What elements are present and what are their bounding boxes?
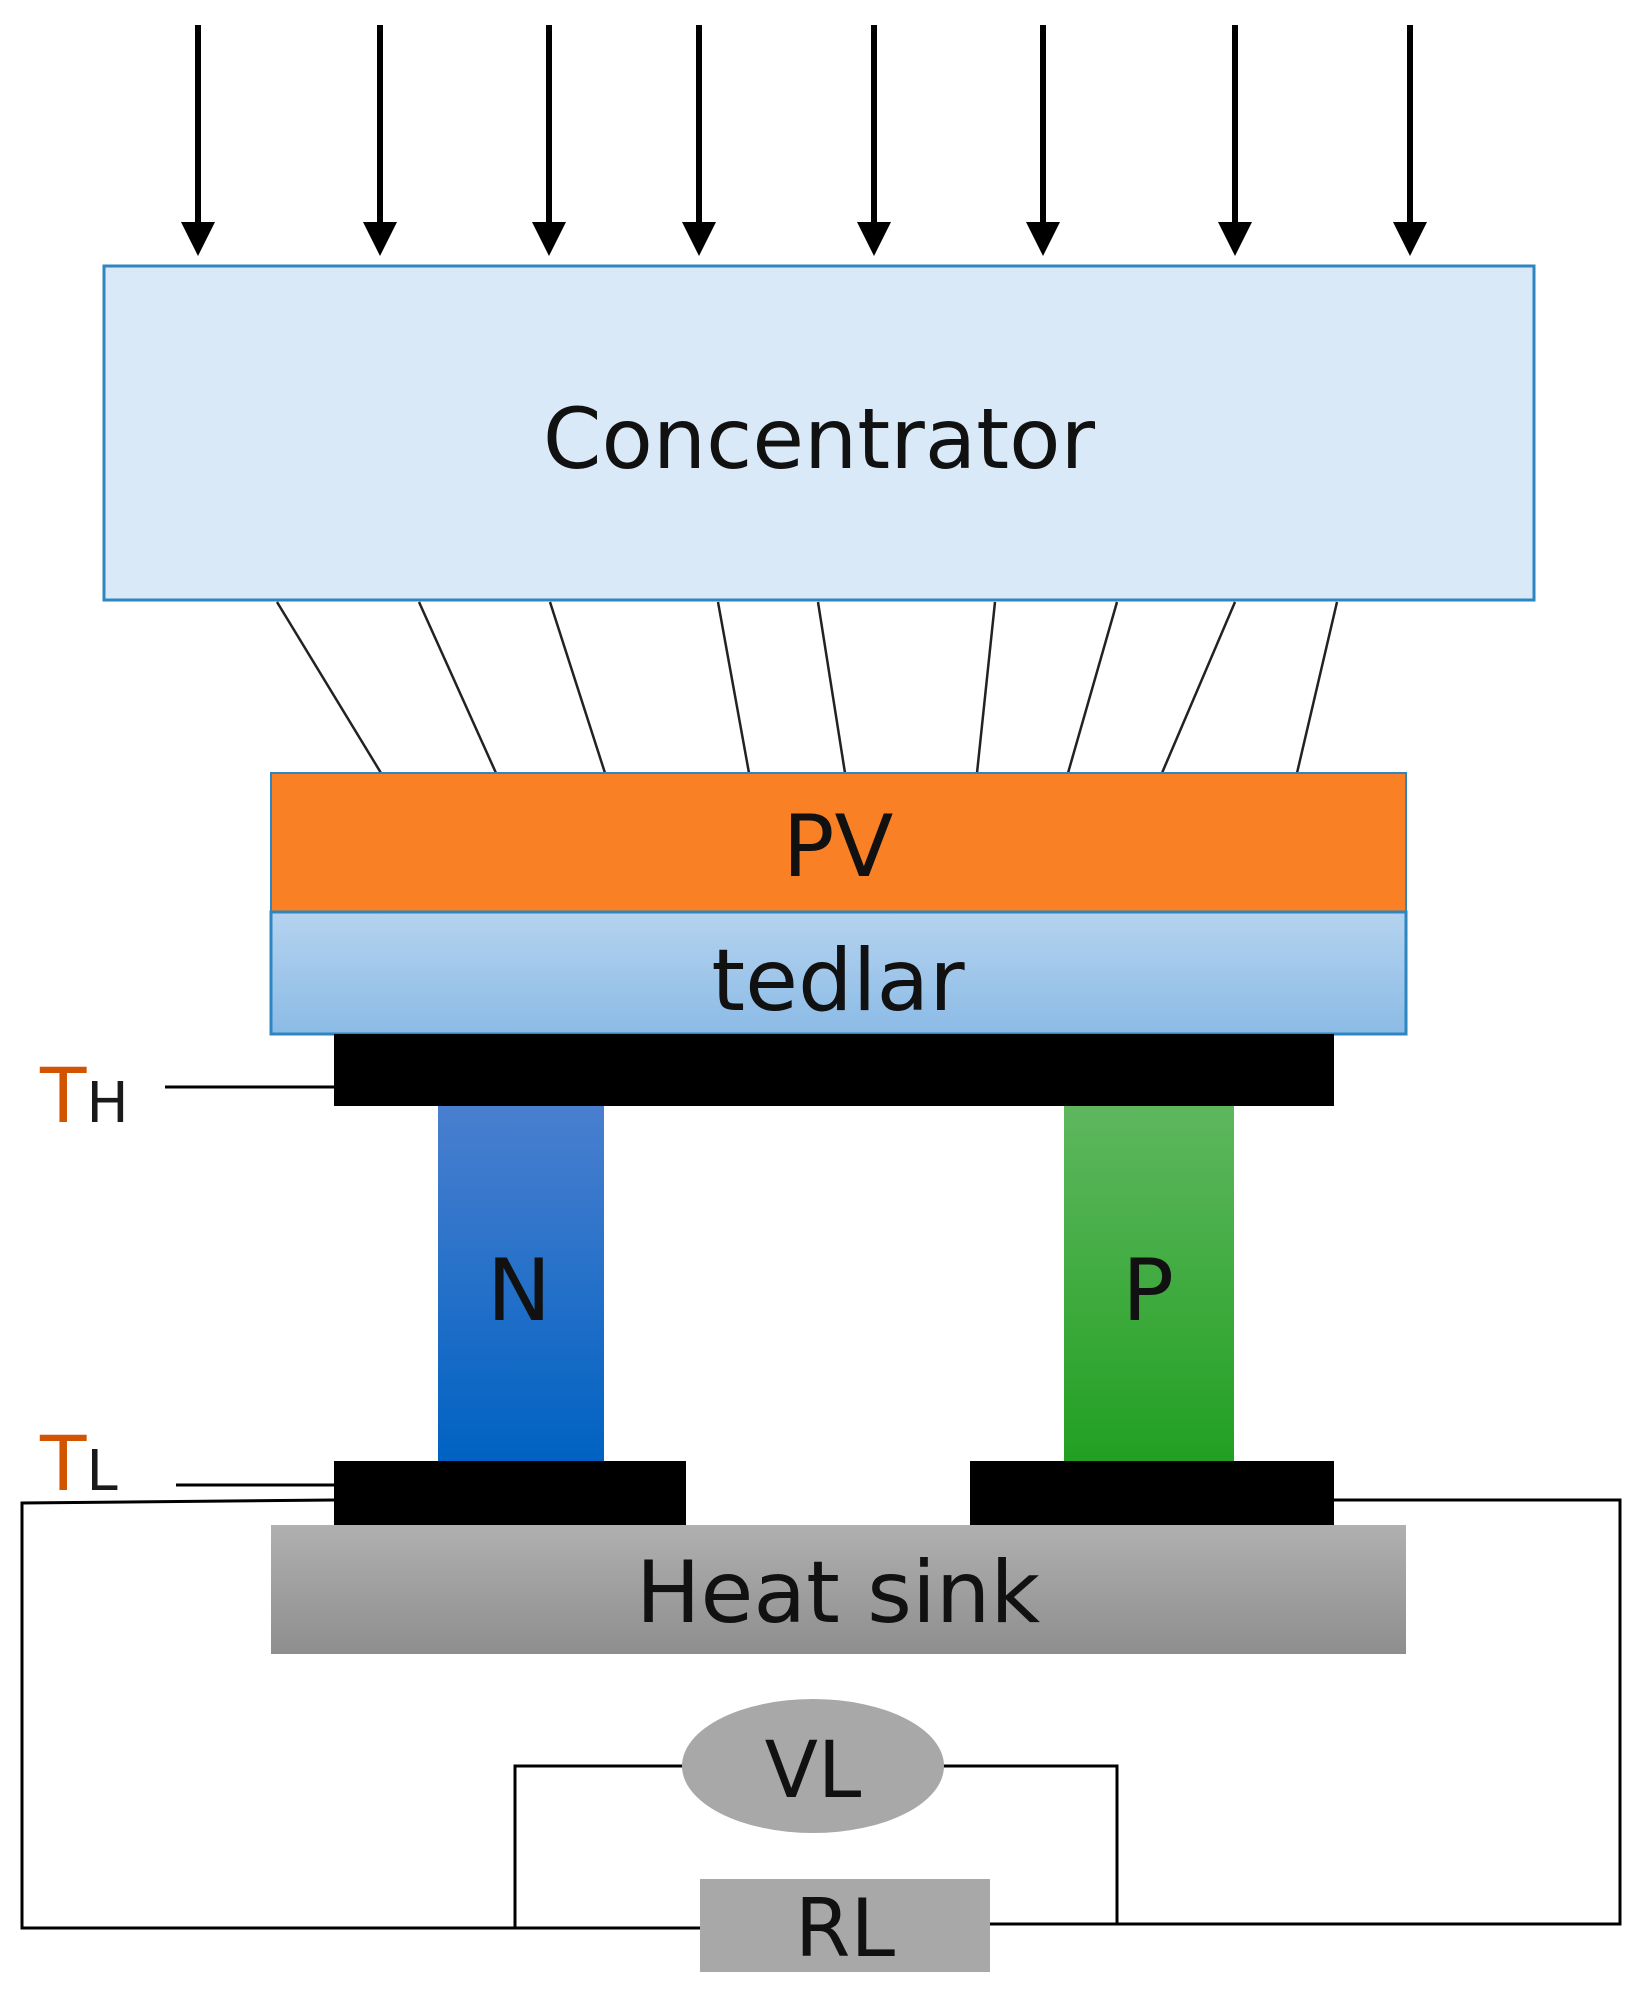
hot-side-electrode xyxy=(334,1034,1334,1106)
concentrator-box xyxy=(102,264,1536,602)
ray-line xyxy=(417,601,498,774)
ray-line xyxy=(548,601,607,774)
circuit-wire-right xyxy=(990,1498,1622,1926)
heat-sink xyxy=(271,1525,1406,1654)
heat-sink-label: Heat sink xyxy=(636,1543,1041,1643)
t-hot-sub: H xyxy=(86,1071,128,1136)
arrowhead-icon xyxy=(1218,222,1252,256)
p-leg-label: P xyxy=(1122,1241,1174,1341)
arrowhead-icon xyxy=(682,222,716,256)
load-resistor xyxy=(700,1879,990,1972)
load-resistor-label: RL xyxy=(795,1882,896,1975)
arrowhead-icon xyxy=(363,222,397,256)
meter-branch-left xyxy=(513,1764,683,1928)
t-low-sub: L xyxy=(86,1439,117,1504)
arrowhead-icon xyxy=(857,222,891,256)
tedlar-layer xyxy=(269,910,1408,1036)
n-type-leg xyxy=(438,1106,604,1461)
concentrator-label: Concentrator xyxy=(543,390,1096,488)
n-leg-label: N xyxy=(487,1241,551,1341)
arrowhead-icon xyxy=(532,222,566,256)
pv-label: PV xyxy=(783,797,894,897)
t-low-main: T xyxy=(39,1419,87,1508)
cold-side-electrode-left xyxy=(334,1461,686,1525)
tedlar-label: tedlar xyxy=(711,931,965,1031)
pv-layer xyxy=(270,772,1407,913)
arrowhead-icon xyxy=(1393,222,1427,256)
p-type-leg xyxy=(1064,1106,1234,1461)
voltmeter-label: VL xyxy=(765,1726,862,1816)
ray-line xyxy=(1066,601,1119,774)
cold-side-electrode-right xyxy=(970,1461,1334,1525)
arrowhead-icon xyxy=(1026,222,1060,256)
ray-line xyxy=(1295,601,1339,774)
arrowhead-icon xyxy=(181,222,215,256)
t-low-label: TL xyxy=(39,1419,118,1508)
t-hot-main: T xyxy=(39,1051,87,1140)
meter-branch-right xyxy=(943,1764,1119,1924)
voltmeter xyxy=(682,1699,944,1833)
t-hot-label: TH xyxy=(39,1051,129,1140)
ray-line xyxy=(816,601,847,774)
circuit-wire-left xyxy=(20,1498,700,1930)
ray-line xyxy=(716,601,751,774)
focused-rays xyxy=(275,601,1339,774)
ray-line xyxy=(975,601,997,774)
ray-line xyxy=(275,601,383,774)
ray-line xyxy=(1160,601,1237,774)
incoming-light-arrows xyxy=(181,25,1427,256)
